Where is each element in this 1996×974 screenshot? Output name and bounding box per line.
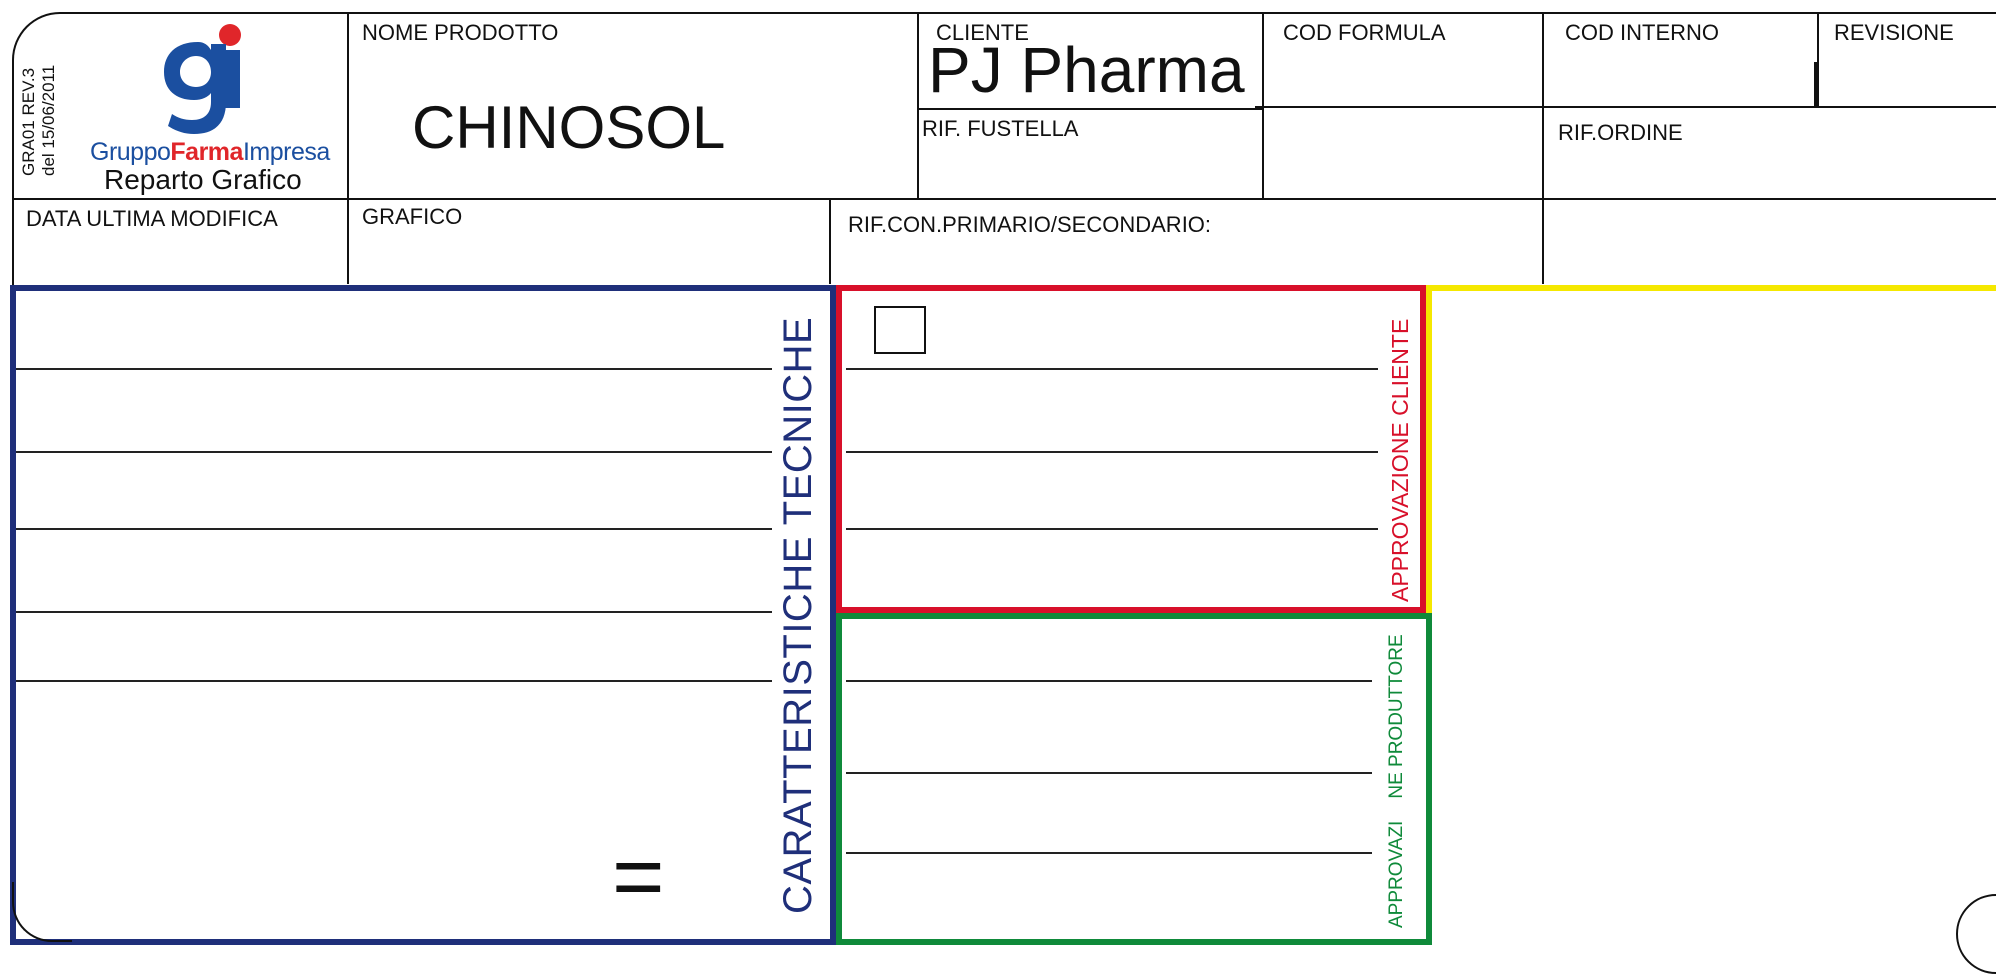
producer-approval-title: APPROVAZI NE PRODUTTORE xyxy=(1386,634,1407,928)
technical-panel xyxy=(10,285,836,945)
graphic-label: GRAFICO xyxy=(362,204,463,229)
client-approval-line xyxy=(846,451,1378,453)
product-name-value: CHINOSOL xyxy=(412,94,726,161)
logo-word-farma: Farma xyxy=(170,138,243,166)
internal-code-label: COD INTERNO xyxy=(1565,20,1719,45)
technical-panel-title: CARATTERISTICHE TECNICHE xyxy=(776,316,820,914)
client-approval-line xyxy=(846,368,1378,370)
client-approval-panel xyxy=(836,285,1426,613)
producer-approval-title-a: APPROVAZI xyxy=(1386,820,1407,928)
grid-line xyxy=(829,198,831,284)
grid-line xyxy=(918,108,1264,110)
grid-line xyxy=(347,12,349,284)
department-name: Reparto Grafico xyxy=(104,164,302,195)
die-reference-label: RIF. FUSTELLA xyxy=(922,116,1079,141)
logo-wordmark: GruppoFarmaImpresa xyxy=(90,140,330,165)
client-approval-line xyxy=(846,528,1378,530)
client-label: CLIENTE xyxy=(936,20,1029,45)
client-value: PJ Pharma xyxy=(928,34,1245,106)
technical-line xyxy=(16,528,772,530)
grid-line xyxy=(917,12,919,199)
order-reference-label: RIF.ORDINE xyxy=(1558,120,1683,145)
technical-line xyxy=(16,368,772,370)
producer-approval-title-b: NE PRODUTTORE xyxy=(1386,634,1407,799)
technical-line xyxy=(16,680,772,682)
gfi-logo-icon xyxy=(164,24,241,134)
container-reference-label: RIF.CON.PRIMARIO/SECONDARIO: xyxy=(848,212,1212,237)
technical-line xyxy=(16,611,772,613)
client-approval-title: APPROVAZIONE CLIENTE xyxy=(1387,318,1413,602)
last-modified-label: DATA ULTIMA MODIFICA xyxy=(26,206,278,231)
form-code-date: del 15/06/2011 xyxy=(39,64,58,176)
equals-mark: = xyxy=(612,827,665,927)
producer-approval-panel xyxy=(836,613,1432,945)
formula-code-label: COD FORMULA xyxy=(1283,20,1446,45)
producer-approval-line xyxy=(846,852,1372,854)
grid-line xyxy=(1542,12,1544,284)
logo-word-gruppo: Gruppo xyxy=(90,138,171,166)
grid-line xyxy=(1814,62,1817,106)
grid-line xyxy=(1817,12,1819,108)
approval-checkbox[interactable] xyxy=(874,306,926,354)
product-name-label: NOME PRODOTTO xyxy=(362,20,559,45)
grid-line xyxy=(1262,12,1264,199)
producer-approval-line xyxy=(846,680,1372,682)
form-code-line: GRA01 REV.3 xyxy=(19,67,38,176)
grid-line xyxy=(12,198,1996,200)
technical-line xyxy=(16,451,772,453)
revision-label: REVISIONE xyxy=(1834,20,1954,45)
producer-approval-line xyxy=(846,772,1372,774)
grid-line xyxy=(1255,106,1996,108)
logo-word-impresa: Impresa xyxy=(242,138,330,166)
form-code: GRA01 REV.3 del 15/06/2011 xyxy=(19,64,58,176)
yellow-panel xyxy=(1426,285,1996,945)
